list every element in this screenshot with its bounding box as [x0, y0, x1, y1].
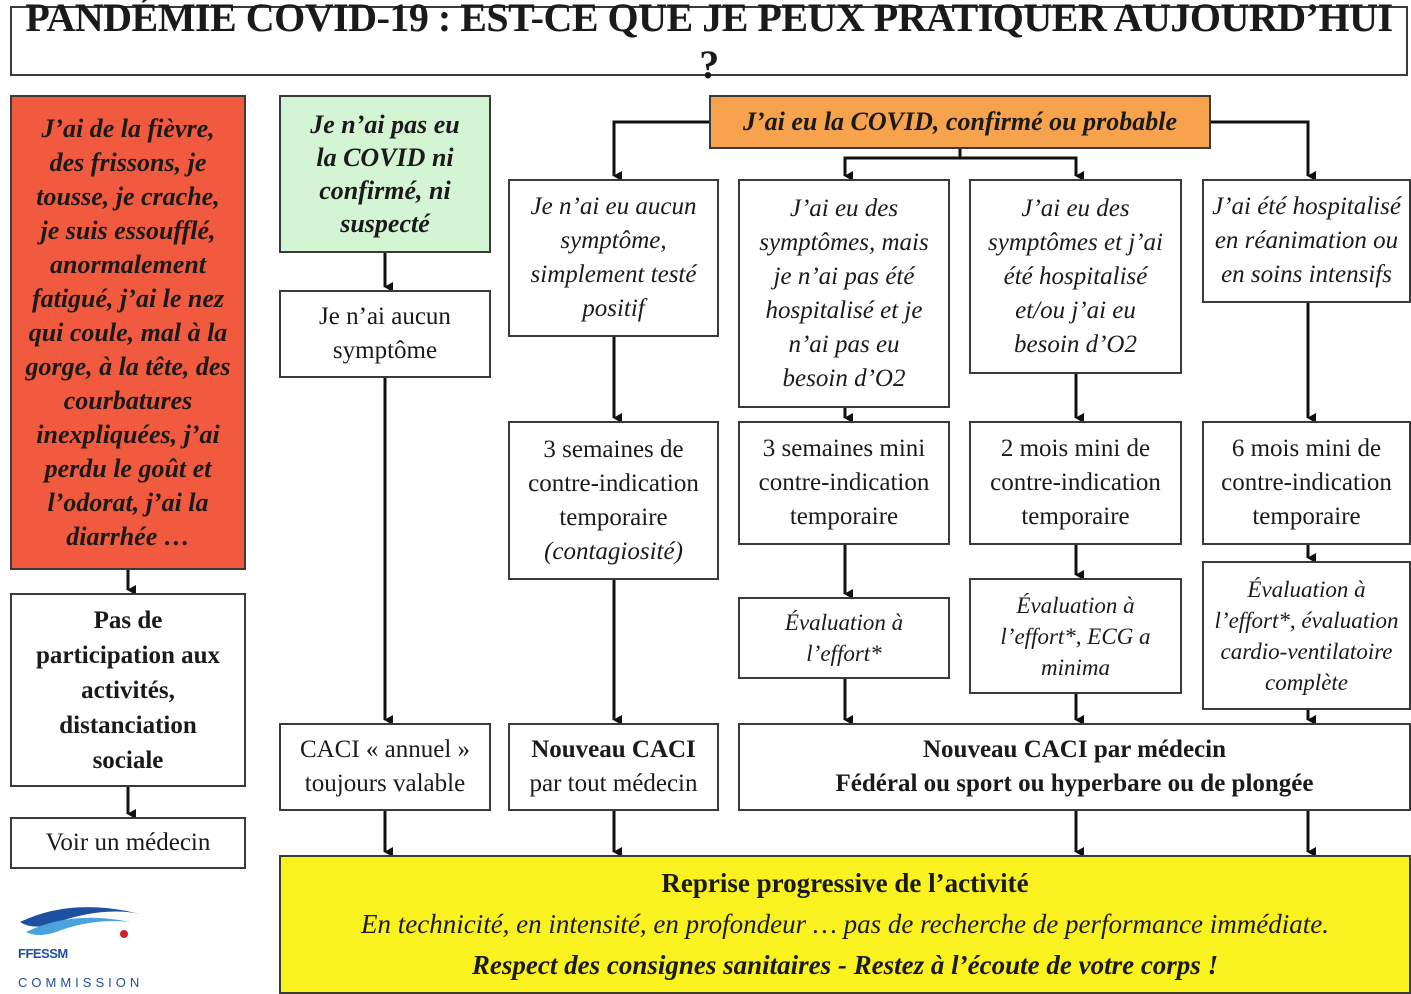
caci-annual-box: CACI « annuel » toujours valable	[279, 723, 491, 811]
contraindication-3-weeks-mini-box: 3 semaines mini contre-indication tempor…	[738, 421, 950, 545]
caci-new-box: Nouveau CACI par tout médecin	[508, 723, 719, 811]
no-participation-text: Pas de participation aux activités, dist…	[35, 606, 221, 774]
evaluation-text: Évaluation à l’effort*, ECG a minima	[1000, 592, 1151, 680]
page-title: PANDÉMIE COVID-19 : EST-CE QUE JE PEUX P…	[10, 0, 1408, 87]
evaluation-ecg-box: Évaluation à l’effort*, ECG a minima	[969, 578, 1182, 694]
case-icu-box: J’ai été hospitalisé en réanimation ou e…	[1202, 179, 1411, 303]
caci-doctor-sub: Fédéral ou sport ou hyperbare ou de plon…	[835, 770, 1314, 797]
contraindication-text: 3 semaines mini contre-indication tempor…	[758, 435, 930, 530]
resume-line-3: Respect des consignes sanitaires - Reste…	[471, 950, 1219, 980]
caci-doctor-box: Nouveau CACI par médecin Fédéral ou spor…	[738, 723, 1411, 811]
logo-subtitle: COMMISSION	[18, 975, 144, 990]
no-covid-box: Je n’ai pas eu la COVID ni confirmé, ni …	[279, 95, 491, 253]
case-icu-text: J’ai été hospitalisé en réanimation ou e…	[1212, 193, 1401, 288]
contraindication-text: 3 semaines de contre-indication temporai…	[528, 435, 699, 531]
resume-line-2: En technicité, en intensité, en profonde…	[361, 909, 1329, 939]
no-symptom-box: Je n’ai aucun symptôme	[279, 290, 491, 378]
caci-doctor-title: Nouveau CACI par médecin	[922, 736, 1226, 763]
case-asymptomatic-box: Je n’ai eu aucun symptôme, simplement te…	[508, 179, 719, 337]
contraindication-6-months-box: 6 mois mini de contre-indication tempora…	[1202, 421, 1411, 545]
evaluation-text: Évaluation à l’effort*	[784, 610, 904, 666]
case-hospitalized-text: J’ai eu des symptômes et j’ai été hospit…	[988, 194, 1163, 358]
contagiosity-text: (contagiosité)	[544, 537, 683, 565]
no-symptom-text: Je n’ai aucun symptôme	[319, 303, 451, 364]
page-title-text: PANDÉMIE COVID-19 : EST-CE QUE JE PEUX P…	[25, 0, 1393, 87]
case-symptoms-box: J’ai eu des symptômes, mais je n’ai pas …	[738, 179, 950, 408]
case-hospitalized-box: J’ai eu des symptômes et j’ai été hospit…	[969, 179, 1182, 374]
symptoms-box: J’ai de la fièvre, des frissons, je tous…	[10, 95, 246, 570]
case-symptoms-text: J’ai eu des symptômes, mais je n’ai pas …	[759, 194, 929, 392]
resume-activity-box: Reprise progressive de l’activité En tec…	[279, 855, 1411, 994]
logo-wave-icon	[20, 907, 140, 927]
caci-new-sub: par tout médecin	[529, 770, 698, 797]
contraindication-2-months-box: 2 mois mini de contre-indication tempora…	[969, 421, 1182, 545]
evaluation-cardio-box: Évaluation à l’effort*, évaluation cardi…	[1202, 561, 1411, 710]
resume-title: Reprise progressive de l’activité	[661, 868, 1029, 898]
evaluation-effort-box: Évaluation à l’effort*	[738, 597, 950, 679]
see-doctor-text: Voir un médecin	[45, 829, 211, 856]
logo-wave-light-icon	[26, 917, 130, 935]
contraindication-text: 6 mois mini de contre-indication tempora…	[1221, 435, 1392, 530]
caci-annual-text: CACI « annuel » toujours valable	[299, 736, 471, 797]
contraindication-3-weeks-box: 3 semaines de contre-indication temporai…	[508, 421, 719, 580]
evaluation-text: Évaluation à l’effort*, évaluation cardi…	[1214, 576, 1399, 695]
ffessm-logo	[20, 907, 140, 938]
case-asymptomatic-text: Je n’ai eu aucun symptôme, simplement te…	[530, 193, 697, 322]
covid-header-text: J’ai eu la COVID, confirmé ou probable	[742, 107, 1178, 136]
contraindication-text: 2 mois mini de contre-indication tempora…	[990, 435, 1161, 530]
logo-dot-icon	[120, 930, 128, 938]
no-participation-box: Pas de participation aux activités, dist…	[10, 593, 246, 787]
see-doctor-box: Voir un médecin	[10, 817, 246, 869]
logo-name: FFESSM	[18, 946, 68, 961]
symptoms-text: J’ai de la fièvre, des frissons, je tous…	[25, 113, 231, 551]
no-covid-text: Je n’ai pas eu la COVID ni confirmé, ni …	[310, 110, 460, 238]
covid-header-box: J’ai eu la COVID, confirmé ou probable	[709, 95, 1211, 149]
caci-new-title: Nouveau CACI	[531, 736, 696, 763]
